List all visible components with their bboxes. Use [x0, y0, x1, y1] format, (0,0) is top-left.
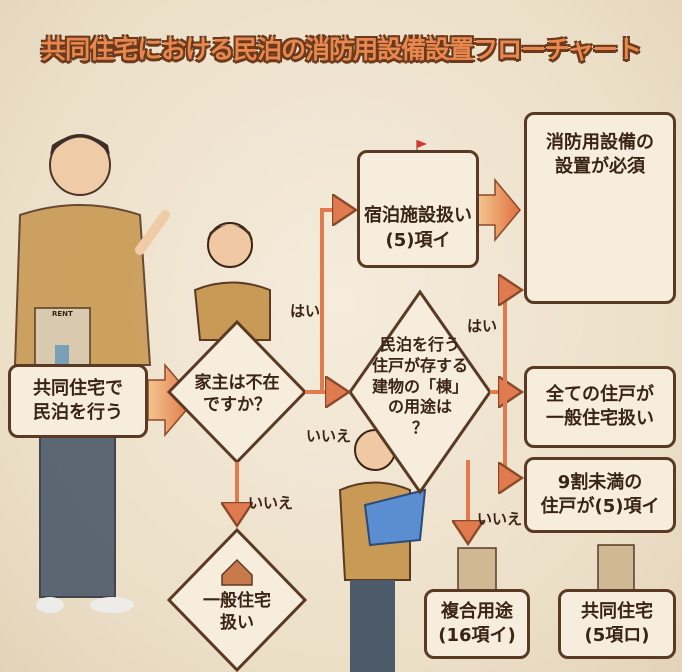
- question2-line4: の用途は: [387, 397, 452, 417]
- result-required-box[interactable]: 消防用設備の 設置が必須: [524, 112, 676, 304]
- mixed-use-building-icon: [457, 547, 497, 591]
- result-mixed-box[interactable]: 複合用途 (16項イ): [424, 589, 530, 659]
- building-sign: RENT: [52, 310, 73, 318]
- result-apartment-line1: 共同住宅: [581, 600, 653, 622]
- question2-line1: 民泊を行う: [379, 335, 460, 354]
- yes-label-2: はい: [467, 317, 498, 335]
- result-required-line1: 消防用設備の: [546, 132, 654, 153]
- page-title: 共同住宅における民泊の消防用設備設置フローチャート: [41, 35, 642, 64]
- result-required-line2: 設置が必須: [555, 156, 645, 178]
- start-line1: 共同住宅で: [33, 377, 123, 399]
- result-under90-line2: 住戸が(5)項イ: [540, 496, 660, 517]
- result-mixed-line1: 複合用途: [441, 600, 513, 622]
- result-apartment-line2: (5項ロ): [584, 625, 650, 646]
- yes-label-1: はい: [290, 302, 321, 320]
- result-apartment-box[interactable]: 共同住宅 (5項ロ): [558, 589, 676, 659]
- result-lodging-line1: 宿泊施設扱い: [364, 205, 472, 227]
- start-line2: 民泊を行う: [33, 402, 123, 423]
- question2-line5: ？: [411, 418, 428, 438]
- result-general-line1: 一般住宅: [203, 591, 271, 611]
- result-general-diamond[interactable]: 一般住宅 扱い: [185, 590, 289, 634]
- result-general-all-line2: 一般住宅扱い: [546, 408, 654, 429]
- question1-line2: ですか？: [203, 395, 271, 416]
- result-lodging-line2: (5)項イ: [385, 229, 451, 251]
- result-general-all-box[interactable]: 全ての住戸が 一般住宅扱い: [524, 366, 676, 448]
- question2-diamond[interactable]: 民泊を行う 住戸が存する 建物の「棟」 の用途は ？: [350, 335, 490, 439]
- result-mixed-line2: (16項イ): [438, 625, 516, 646]
- result-under90-box[interactable]: 9割未満の 住戸が(5)項イ: [524, 457, 676, 533]
- house-icon: [221, 558, 253, 586]
- apartment-building-icon: [597, 544, 635, 591]
- result-lodging-box[interactable]: 宿泊施設扱い (5)項イ: [357, 150, 479, 268]
- result-general-all-line1: 全ての住戸が: [546, 383, 654, 405]
- question2-line2: 住戸が存する: [371, 355, 468, 375]
- no-label-down: いいえ: [248, 494, 294, 512]
- result-general-line2: 扱い: [220, 613, 254, 634]
- no-label-1: いいえ: [306, 427, 352, 445]
- question1-line1: 家主は不在: [194, 373, 280, 393]
- question2-line3: 建物の「棟」: [371, 376, 468, 396]
- no-label-2: いいえ: [477, 510, 523, 528]
- result-under90-line1: 9割未満の: [557, 471, 643, 493]
- rent-building-icon: [34, 307, 91, 367]
- question1-diamond[interactable]: 家主は不在 ですか？: [177, 372, 297, 416]
- start-box[interactable]: 共同住宅で 民泊を行う: [8, 364, 148, 438]
- thinking-character: [193, 222, 271, 341]
